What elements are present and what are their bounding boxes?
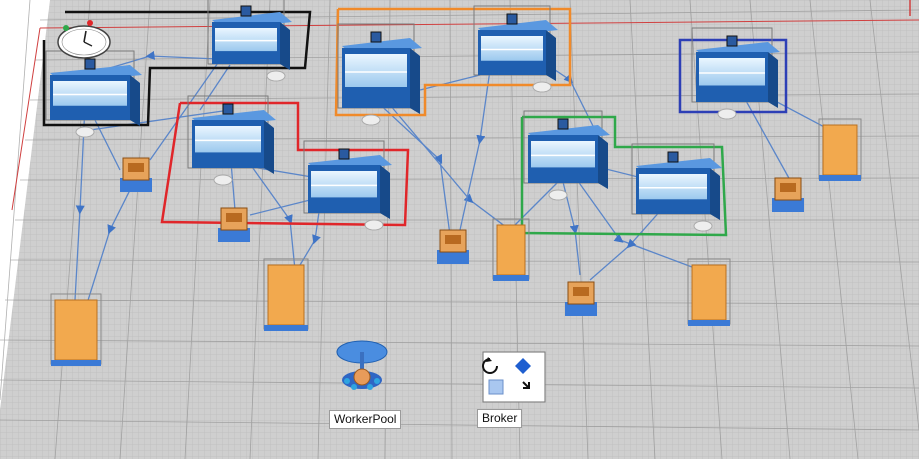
machine-9[interactable]	[691, 27, 780, 120]
queue-3[interactable]	[492, 218, 530, 281]
cell-black-outline	[42, 10, 312, 127]
worker-pool-label: WorkerPool	[329, 410, 402, 429]
clock-icon[interactable]	[57, 20, 111, 59]
buffers[interactable]	[120, 157, 804, 316]
buffer-4[interactable]	[565, 281, 597, 316]
queue-5[interactable]	[818, 118, 862, 181]
buffer-1[interactable]	[120, 157, 152, 192]
machine-1[interactable]	[45, 50, 142, 138]
queue-2[interactable]	[263, 258, 309, 331]
machine-3[interactable]	[337, 23, 422, 126]
machine-4[interactable]	[473, 5, 558, 93]
machine-8[interactable]	[631, 143, 722, 232]
queues[interactable]	[50, 118, 862, 366]
cell-orange-outline	[334, 7, 572, 117]
cell-red-outline	[160, 101, 410, 227]
buffer-2[interactable]	[218, 207, 250, 242]
queue-1[interactable]	[50, 293, 102, 366]
machines[interactable]	[45, 0, 780, 232]
buffer-3[interactable]	[437, 229, 469, 264]
buffer-5[interactable]	[772, 177, 804, 212]
broker-label: Broker	[477, 409, 523, 428]
machine-7[interactable]	[523, 110, 610, 201]
machine-5[interactable]	[187, 95, 276, 186]
machine-2[interactable]	[207, 0, 292, 82]
queue-4[interactable]	[687, 258, 731, 326]
broker-icon[interactable]	[482, 351, 546, 403]
worker-pool-icon[interactable]	[336, 340, 388, 390]
machine-6[interactable]	[303, 140, 392, 231]
